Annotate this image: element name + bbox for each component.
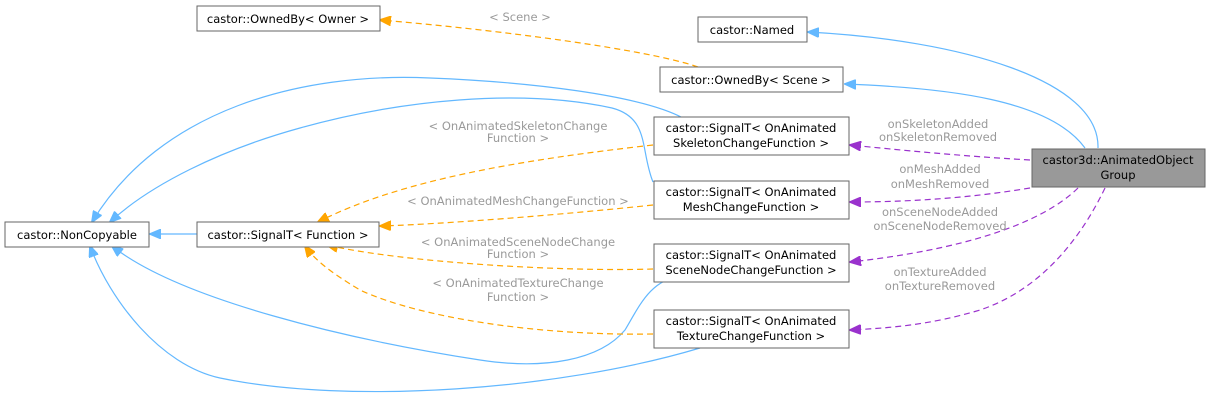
node-signal-mesh[interactable]: castor::SignalT< OnAnimated MeshChangeFu… [653, 180, 850, 220]
node-signal-skeleton-label-1: castor::SignalT< OnAnimated [666, 121, 837, 135]
edge-skeleton-to-signal-function [318, 144, 654, 222]
node-animated-object-group[interactable]: castor3d::AnimatedObject Group [1031, 148, 1206, 188]
label-scenenode-members-1: onSceneNodeAdded [882, 205, 998, 219]
template-edges [305, 20, 699, 335]
node-signal-scenenode-label-2: SceneNodeChangeFunction > [665, 263, 836, 277]
node-noncopyable[interactable]: castor::NonCopyable [4, 221, 150, 248]
label-skeleton-members-1: onSkeletonAdded [888, 117, 989, 131]
usage-edges [850, 145, 1106, 330]
edge-group-to-named [808, 32, 1099, 149]
edge-scenenode-to-signal-function [327, 245, 654, 271]
edge-group-to-skeleton [850, 145, 1031, 161]
node-ownedby-owner[interactable]: castor::OwnedBy< Owner > [196, 5, 381, 32]
node-signal-mesh-label-2: MeshChangeFunction > [683, 200, 820, 214]
node-signal-function[interactable]: castor::SignalT< Function > [196, 221, 380, 248]
edge-texture-to-signal-function [305, 246, 654, 335]
node-animated-object-group-label-2: Group [1100, 168, 1135, 182]
label-skeleton-tpl-2: Function > [487, 131, 549, 145]
edge-ownedby-scene-to-owner [380, 20, 699, 68]
node-signal-texture-label-1: castor::SignalT< OnAnimated [666, 314, 837, 328]
label-mesh-tpl: < OnAnimatedMeshChangeFunction > [407, 194, 629, 208]
label-texture-tpl-2: Function > [487, 290, 549, 304]
node-animated-object-group-label-1: castor3d::AnimatedObject [1043, 153, 1194, 167]
edge-mesh-to-signal-function [380, 204, 654, 226]
label-texture-members-2: onTextureRemoved [885, 279, 995, 293]
edge-signal-mesh-to-noncopyable [110, 97, 654, 222]
node-signal-function-label: castor::SignalT< Function > [207, 228, 368, 242]
label-mesh-members-1: onMeshAdded [899, 162, 980, 176]
label-scenenode-members-2: onSceneNodeRemoved [873, 219, 1006, 233]
label-skeleton-members-2: onSkeletonRemoved [879, 130, 997, 144]
inheritance-edges [90, 32, 1099, 393]
edge-group-to-mesh [850, 187, 1031, 202]
edge-signal-scenenode-to-noncopyable [112, 246, 684, 365]
edge-group-to-texture [850, 187, 1106, 330]
edge-signal-skeleton-to-noncopyable [92, 76, 684, 222]
node-signal-mesh-label-1: castor::SignalT< OnAnimated [666, 185, 837, 199]
node-signal-skeleton[interactable]: castor::SignalT< OnAnimated SkeletonChan… [653, 116, 850, 156]
node-signal-scenenode[interactable]: castor::SignalT< OnAnimated SceneNodeCha… [653, 243, 850, 283]
edge-signal-texture-to-noncopyable [90, 246, 701, 393]
label-texture-tpl-1: < OnAnimatedTextureChange [432, 276, 603, 290]
node-ownedby-owner-label: castor::OwnedBy< Owner > [207, 12, 369, 26]
label-texture-members-1: onTextureAdded [893, 265, 986, 279]
node-ownedby-scene[interactable]: castor::OwnedBy< Scene > [659, 66, 844, 93]
label-scene: < Scene > [489, 10, 551, 24]
node-named-label: castor::Named [710, 23, 794, 37]
edge-labels: < Scene > < OnAnimatedSkeletonChange Fun… [407, 10, 1007, 304]
edge-group-to-ownedby-scene [845, 84, 1086, 149]
label-scenenode-tpl-2: Function > [487, 247, 549, 261]
label-skeleton-tpl-1: < OnAnimatedSkeletonChange [429, 119, 608, 133]
node-named[interactable]: castor::Named [697, 16, 808, 43]
node-signal-texture-label-2: TextureChangeFunction > [676, 329, 825, 343]
node-signal-scenenode-label-1: castor::SignalT< OnAnimated [666, 248, 837, 262]
node-signal-skeleton-label-2: SkeletonChangeFunction > [673, 136, 829, 150]
node-signal-texture[interactable]: castor::SignalT< OnAnimated TextureChang… [653, 309, 850, 349]
node-ownedby-scene-label: castor::OwnedBy< Scene > [671, 73, 831, 87]
node-noncopyable-label: castor::NonCopyable [17, 228, 137, 242]
label-scenenode-tpl-1: < OnAnimatedSceneNodeChange [421, 235, 615, 249]
edge-group-to-scenenode [850, 187, 1079, 262]
label-mesh-members-2: onMeshRemoved [891, 177, 990, 191]
